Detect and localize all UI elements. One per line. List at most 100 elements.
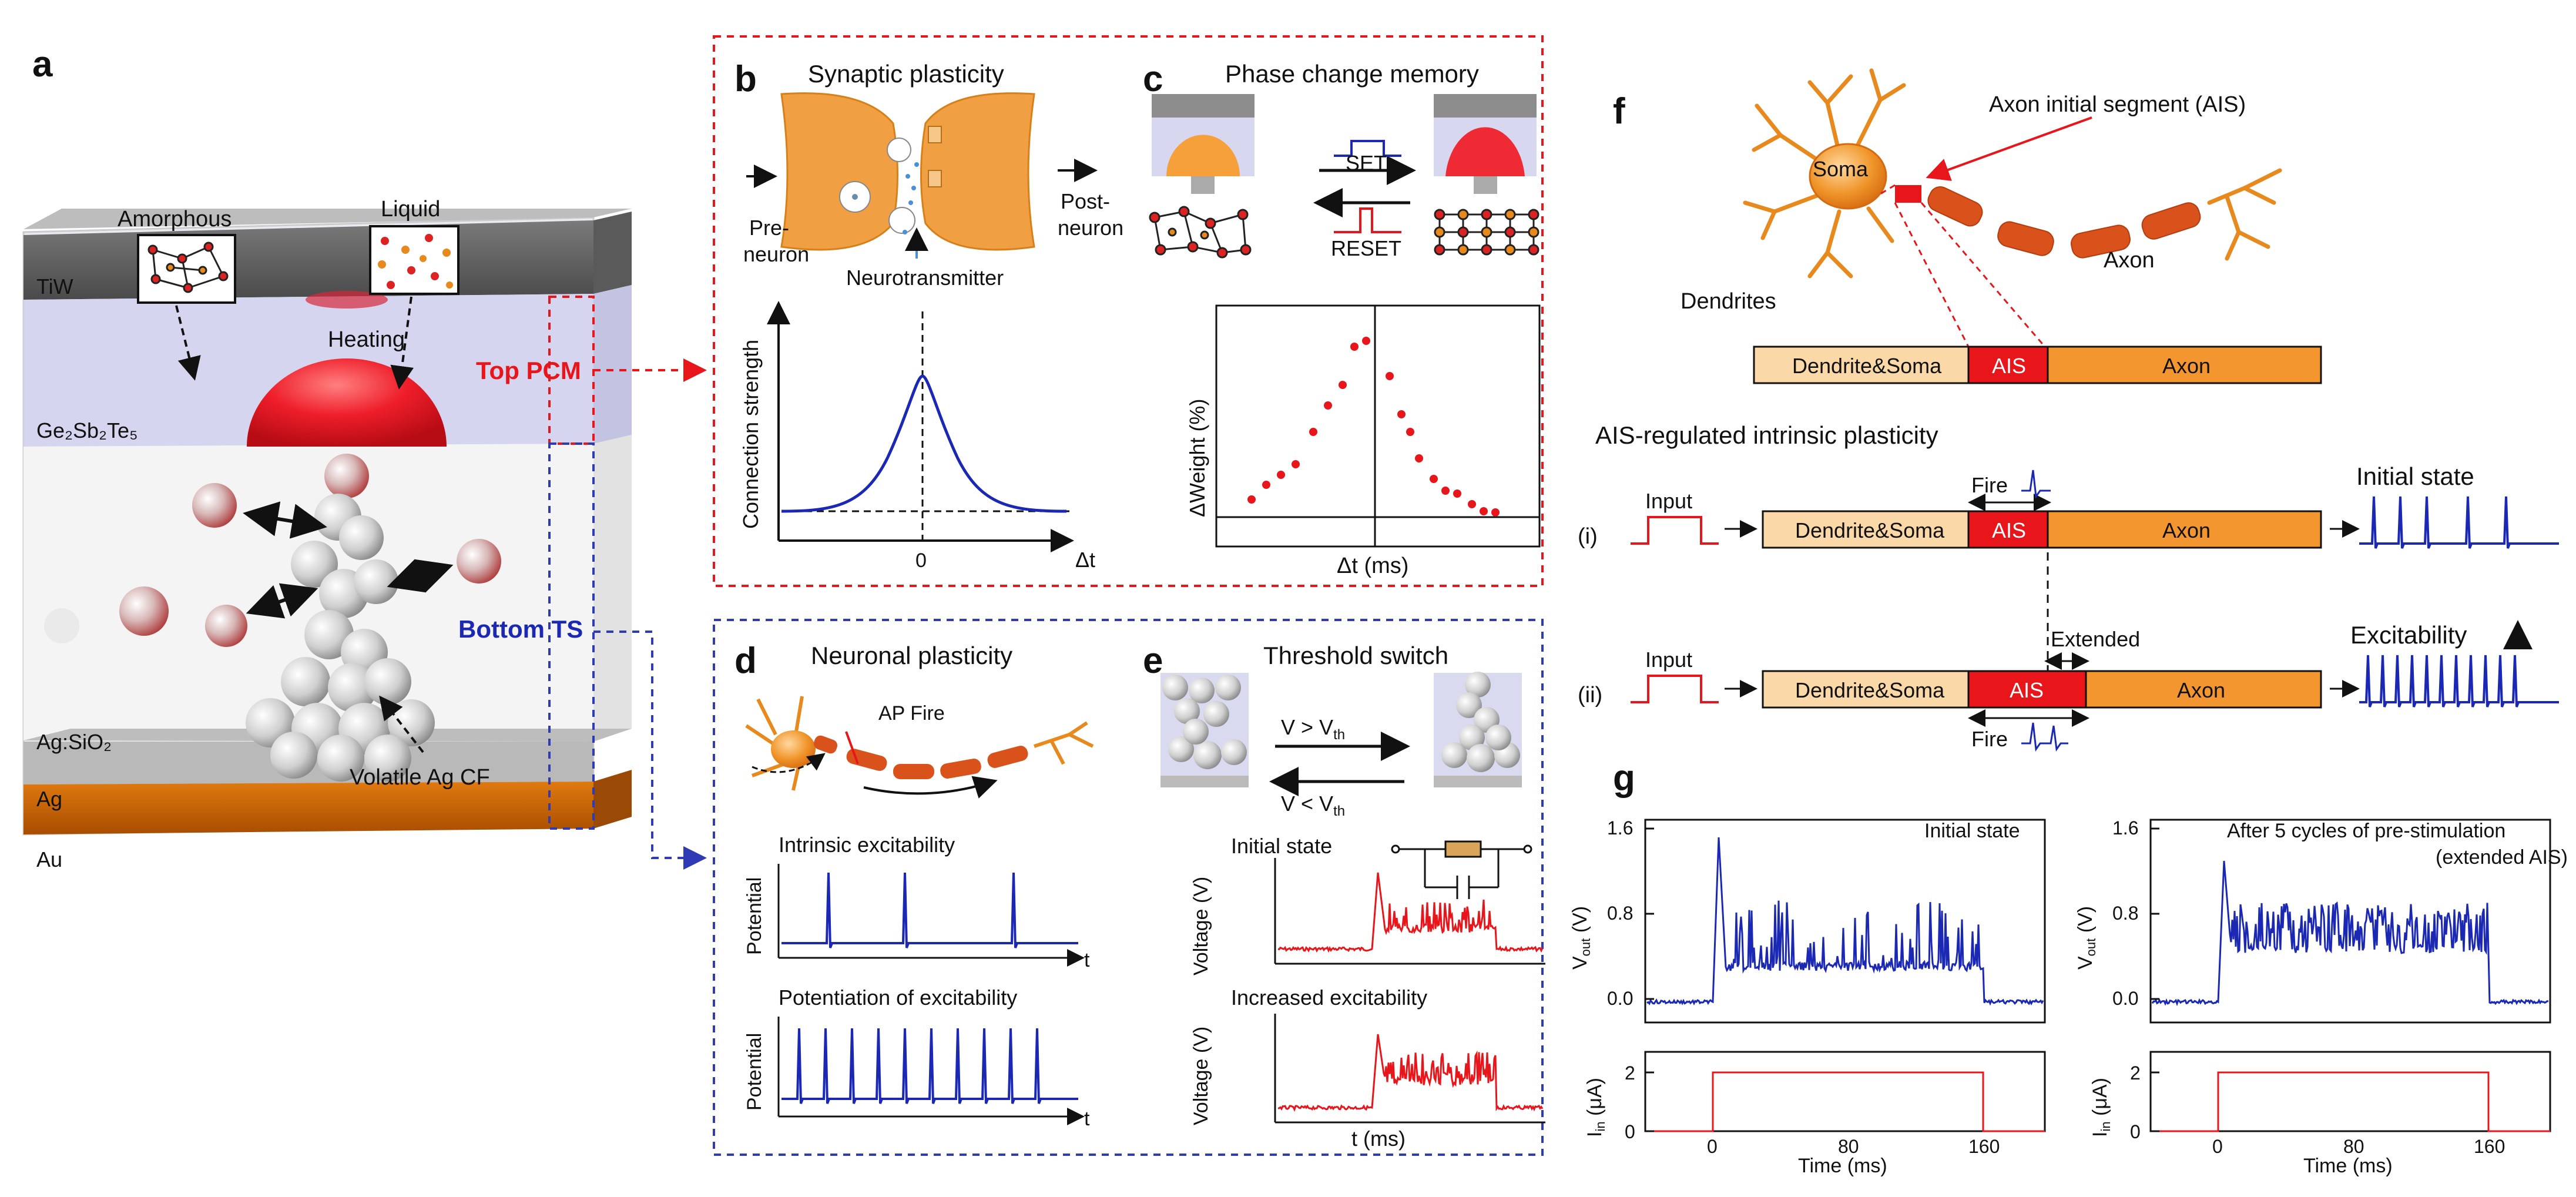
c-data-point bbox=[1362, 337, 1370, 345]
d-axon bbox=[813, 735, 1028, 779]
panel-e: e Threshold switch V > Vth V < Vth bbox=[1143, 641, 1545, 1151]
panel-b-letter: b bbox=[734, 59, 757, 99]
svg-text:0: 0 bbox=[2212, 1136, 2223, 1157]
f-i-ais-text: AIS bbox=[1992, 518, 2026, 542]
b-curve bbox=[781, 374, 1067, 513]
f-i-label: (i) bbox=[1578, 524, 1598, 549]
tiw-label: TiW bbox=[36, 274, 73, 299]
f-excitability-label: Excitability bbox=[2350, 621, 2467, 649]
f-i-axon-box bbox=[2047, 510, 2322, 549]
f-bar-ds: Dendrite&Soma bbox=[1792, 354, 1942, 378]
b-ylabel: Connection strength bbox=[739, 340, 763, 529]
post-label: Post- bbox=[1061, 189, 1110, 213]
f-i-ds-box bbox=[1762, 510, 1970, 549]
au-side bbox=[593, 770, 632, 829]
c-data-point bbox=[1247, 495, 1256, 504]
g-left-vplot bbox=[1644, 819, 2046, 1024]
g-right-vtrace bbox=[2151, 860, 2549, 1007]
f-axon-box bbox=[2047, 346, 2322, 384]
liquid-atoms bbox=[378, 234, 453, 289]
ap-fire-label: AP Fire bbox=[878, 702, 945, 725]
post-label-2: neuron bbox=[1058, 216, 1123, 240]
d-terminals bbox=[1034, 721, 1094, 765]
panel-e-letter: e bbox=[1143, 641, 1163, 681]
receptor bbox=[928, 170, 942, 187]
svg-text:1.6: 1.6 bbox=[1607, 817, 1633, 839]
c-ylabel: ΔWeight (%) bbox=[1185, 399, 1209, 517]
e-increased-label: Increased excitability bbox=[1231, 985, 1427, 1010]
c-data-point bbox=[1406, 428, 1414, 436]
g-right-xticks: 0 80 160 bbox=[2212, 1136, 2505, 1157]
c-data-point bbox=[1339, 381, 1347, 389]
heating-label: Heating bbox=[328, 327, 405, 352]
f-ii-axon-text: Axon bbox=[2177, 678, 2225, 702]
g-right-ilabel: Iin (μA) bbox=[2089, 1078, 2113, 1137]
svg-text:160: 160 bbox=[1968, 1136, 2000, 1157]
sio2-side bbox=[593, 435, 632, 737]
f-ii-ais-text: AIS bbox=[2010, 678, 2044, 702]
heating-spot bbox=[306, 291, 388, 309]
ag-clusters bbox=[44, 483, 501, 647]
au-label: Au bbox=[36, 847, 62, 871]
c-data-point bbox=[1262, 481, 1270, 489]
f-ii-fire-label: Fire bbox=[1971, 727, 2008, 751]
gst-side bbox=[593, 285, 632, 444]
g-left-itrace bbox=[1645, 1071, 2045, 1132]
d-ylabel-1: Potential bbox=[743, 877, 766, 955]
panel-c-title: Phase change memory bbox=[1225, 60, 1479, 88]
amorphous-lattice bbox=[147, 242, 229, 293]
svg-text:0.8: 0.8 bbox=[1607, 903, 1633, 924]
g-left-iplot bbox=[1644, 1051, 2046, 1132]
panel-d-letter: d bbox=[734, 641, 757, 681]
f-bar-ais: AIS bbox=[1992, 354, 2026, 378]
f-i-fire-label: Fire bbox=[1971, 473, 2008, 497]
set-label: SET bbox=[1346, 151, 1387, 175]
c-plot-frame bbox=[1215, 304, 1541, 548]
g-right-xlabel: Time (ms) bbox=[2303, 1155, 2393, 1177]
f-ii-spike-train bbox=[2359, 655, 2559, 708]
au-layer bbox=[24, 782, 593, 834]
c-data-point bbox=[1441, 487, 1450, 495]
c-data-point bbox=[1292, 460, 1300, 468]
receptor bbox=[928, 126, 942, 143]
g-right-vticks: 1.6 0.8 0.0 bbox=[2112, 817, 2159, 1009]
g-left-vtrace bbox=[1646, 837, 2044, 1006]
panel-c-letter: c bbox=[1143, 59, 1163, 99]
volatile-label: Volatile Ag CF bbox=[350, 765, 490, 790]
d-t-1: t bbox=[1084, 949, 1090, 971]
f-soma-label: Soma bbox=[1813, 157, 1869, 181]
c-data-point bbox=[1415, 454, 1423, 462]
e-left-base bbox=[1160, 776, 1249, 787]
f-i-input-label: Input bbox=[1645, 489, 1692, 513]
e-ylabel-2: Voltage (V) bbox=[1190, 1027, 1212, 1125]
bottom-ts-label: Bottom TS bbox=[458, 615, 583, 643]
neurotransmitters bbox=[903, 162, 919, 243]
svg-text:0: 0 bbox=[2130, 1121, 2141, 1142]
panel-f: f Soma Axon initial segment (AIS) Dendri… bbox=[1578, 68, 2559, 752]
f-ii-input-pulse bbox=[1631, 675, 1719, 703]
f-i-ds-text: Dendrite&Soma bbox=[1795, 518, 1945, 542]
c-left-top bbox=[1152, 94, 1255, 118]
pre-label-2: neuron bbox=[743, 242, 809, 266]
e-circuit-icon bbox=[1391, 840, 1532, 899]
svg-text:80: 80 bbox=[2343, 1136, 2364, 1157]
g-left-xticks: 0 80 160 bbox=[1707, 1136, 2000, 1157]
reset-label: RESET bbox=[1331, 236, 1401, 260]
device-top bbox=[24, 209, 632, 229]
ts-frame bbox=[713, 619, 1544, 1156]
c-left-dome bbox=[1166, 135, 1240, 176]
panel-c: c Phase change memory SET RESET bbox=[1143, 59, 1541, 578]
d-t-2: t bbox=[1084, 1108, 1090, 1130]
set-pulse bbox=[1334, 140, 1401, 157]
f-i-fire-spike bbox=[2021, 470, 2051, 499]
f-axon-segments bbox=[1927, 186, 2201, 259]
d-ylabel-2: Potential bbox=[743, 1033, 766, 1111]
g-right-itrace bbox=[2151, 1071, 2550, 1132]
vesicles bbox=[839, 138, 915, 234]
e-left-spheres bbox=[1162, 675, 1247, 769]
post-neuron-shape bbox=[920, 92, 1035, 251]
d-trace1 bbox=[781, 872, 1078, 948]
potentiation-label: Potentiation of excitability bbox=[779, 985, 1017, 1010]
gst-label: Ge₂Sb₂Te₅ bbox=[36, 418, 138, 442]
f-ii-ais-box bbox=[1967, 670, 2087, 709]
